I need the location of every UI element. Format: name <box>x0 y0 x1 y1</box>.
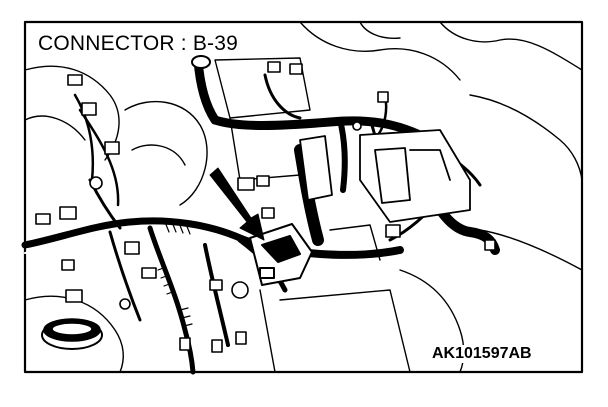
target-connector-b39 <box>249 223 313 286</box>
reservoir-cap <box>41 318 103 350</box>
harness-tape <box>157 221 193 327</box>
relay-box <box>299 129 471 223</box>
connector-label: CONNECTOR : B-39 <box>35 32 242 55</box>
figure-code: AK101597AB <box>429 345 535 363</box>
hose-end <box>191 55 211 69</box>
frame-border <box>23 20 584 374</box>
indicator-arrow <box>209 167 265 241</box>
